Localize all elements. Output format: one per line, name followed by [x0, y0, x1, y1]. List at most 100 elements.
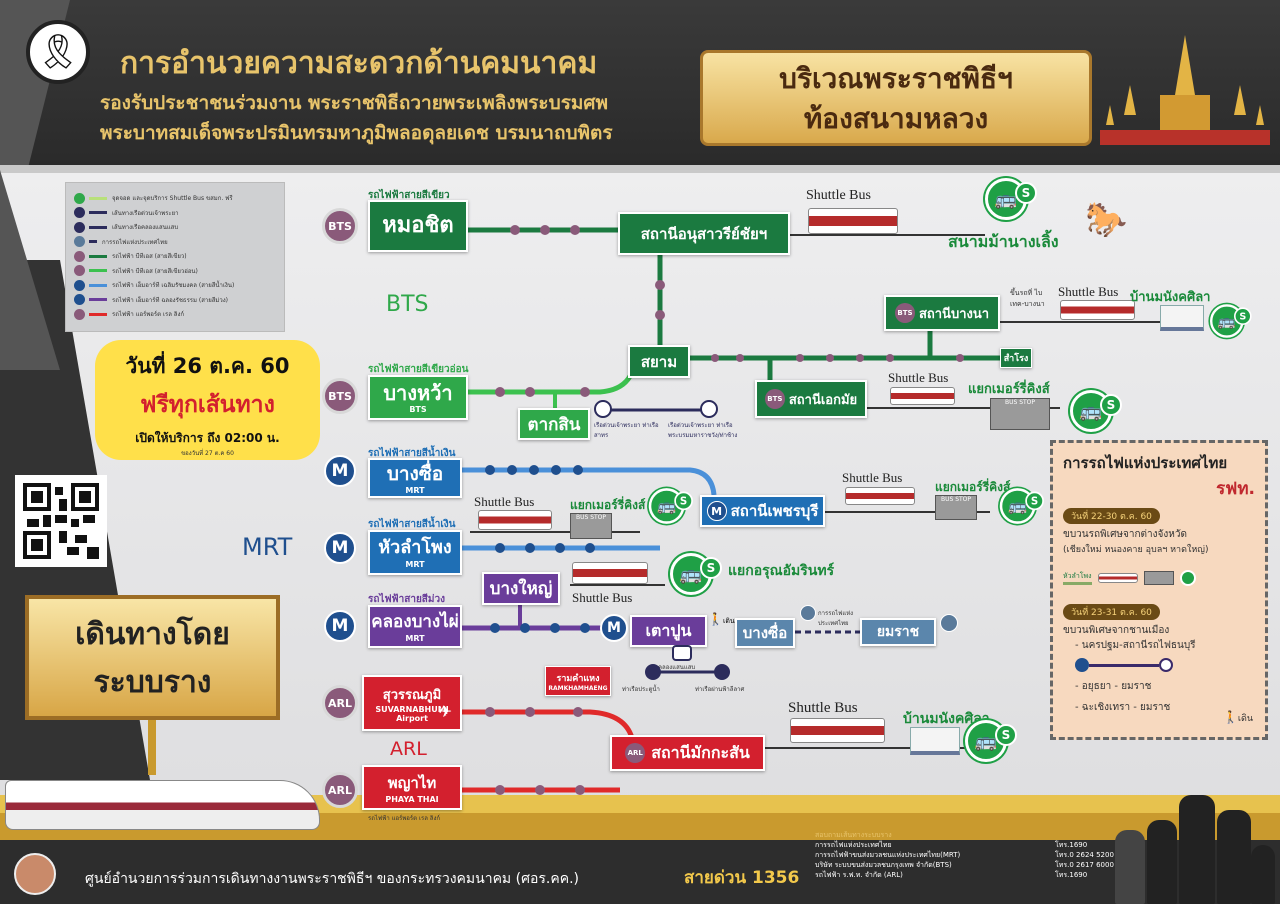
train-icon	[800, 605, 816, 621]
shuttle-stop-icon: 🚌S	[965, 720, 1017, 762]
header-divider	[0, 165, 1280, 173]
station-tao-poon[interactable]: เตาปูน	[630, 615, 707, 647]
contact-row: การรถไฟแห่งประเทศไทยโทร.1690	[815, 841, 1088, 849]
station-bangsue-srt[interactable]: บางซื่อ	[735, 618, 795, 648]
mourning-ribbon-icon: 🎗	[26, 20, 90, 84]
footer	[0, 840, 1280, 904]
line-label-green: รถไฟฟ้าสายสีเขียว	[368, 190, 450, 201]
bts-lightgreen-line	[468, 370, 635, 395]
shuttle-stop-icon: 🚌S	[670, 553, 722, 595]
legend-item: รถไฟฟ้า เอ็มอาร์ที เฉลิมรัชมงคล (สายสีน้…	[74, 278, 276, 293]
sign-line-1: เดินทางโดย	[75, 617, 230, 652]
station-taksin[interactable]: ตากสิน	[518, 408, 590, 440]
boat-pier-sathorn: เรือด่วนเจ้าพระยา ท่าเรือสาทร	[594, 422, 659, 439]
station-samrong[interactable]: สำโรง	[1000, 348, 1032, 368]
bts-label: BTS	[386, 292, 429, 317]
srt-desc-2: ขบวนพิเศษจากชานเมือง	[1063, 625, 1170, 636]
line-label-purple: รถไฟฟ้าสายสีม่วง	[368, 594, 446, 605]
arl-logo-icon: ARL	[322, 685, 358, 721]
mrt-label: MRT	[242, 533, 293, 561]
shuttle-bus-label: Shuttle Bus	[788, 700, 858, 716]
srt-date-2: วันที่ 23-31 ต.ค. 60	[1063, 604, 1160, 620]
contacts-title: สอบถามเส้นทางระบบราง	[815, 831, 892, 839]
bangna-pickup-note: ขึ้นรถที่ ไบเทค-บางนา	[1010, 289, 1045, 308]
legend-item: รถไฟฟ้า แอร์พอร์ต เรล ลิงก์	[74, 307, 276, 322]
venue-line-1: บริเวณพระราชพิธีฯ	[779, 62, 1013, 95]
shuttle-bus-label: Shuttle Bus	[474, 494, 535, 509]
pier-icon	[645, 664, 661, 680]
stop-nang-loeng: สนามม้านางเลิ้ง	[948, 232, 1059, 251]
service-until: ของวันที่ 27 ต.ค 60	[181, 450, 234, 457]
stop-merry-kings: แยกเมอร์รี่คิงส์	[968, 382, 1050, 397]
srt-note: การรถไฟแห่งประเทศไทย	[818, 610, 854, 627]
arl-label: ARL	[390, 738, 427, 760]
legend-item: รถไฟฟ้า บีทีเอส (สายสีเขียว)	[74, 249, 276, 264]
bus-icon	[845, 487, 915, 505]
station-victory-monument[interactable]: สถานีอนุสาวรีย์ชัยฯ	[618, 212, 790, 255]
mrt-logo-icon: M	[324, 455, 356, 487]
srt-date-1: วันที่ 22-30 ต.ค. 60	[1063, 508, 1160, 524]
legend-item: เส้นทางเรือด่วนเจ้าพระยา	[74, 206, 276, 221]
sign-line-2: ระบบราง	[93, 665, 212, 700]
legend-item: การรถไฟแห่งประเทศไทย	[74, 235, 276, 250]
stop-manangkhasila: บ้านมนังคศิลา	[1130, 290, 1211, 305]
qr-code[interactable]	[15, 475, 107, 567]
bus-stop-icon: BUS STOP	[990, 398, 1050, 430]
srt-route-3: - ฉะเชิงเทรา - ยมราช	[1075, 702, 1171, 713]
mrt-logo-icon: M	[600, 614, 628, 642]
srt-desc-1b: (เชียงใหม่ หนองคาย อุบลฯ หาดใหญ่)	[1063, 545, 1209, 555]
bus-icon	[808, 208, 898, 234]
venue-box: บริเวณพระราชพิธีฯ ท้องสนามหลวง	[700, 50, 1092, 146]
station-mochit[interactable]: หมอชิต	[368, 200, 468, 252]
service-hours: เปิดให้บริการ ถึง 02:00 น.	[135, 431, 280, 445]
line-label-blue: รถไฟฟ้าสายสีน้ำเงิน	[368, 448, 456, 459]
bus-icon	[1097, 573, 1138, 583]
station-bang-yai[interactable]: บางใหญ่	[482, 572, 560, 605]
boat-icon	[672, 645, 692, 661]
station-siam[interactable]: สยาม	[628, 345, 690, 378]
legend-item: รถไฟฟ้า เอ็มอาร์ที ฉลองรัชธรรม (สายสีม่ว…	[74, 293, 276, 308]
bts-logo-icon: BTS	[322, 378, 358, 414]
srt-route-2: - อยุธยา - ยมราช	[1075, 681, 1152, 692]
shuttle-bus-label: Shuttle Bus	[1058, 284, 1119, 299]
boat-pier-icon	[700, 400, 718, 418]
stop-manangkhasila: บ้านมนังคศิลา	[903, 711, 990, 727]
shuttle-stop-icon: 🚌S	[1070, 390, 1122, 432]
bts-logo-icon: BTS	[764, 389, 785, 409]
contact-row: บริษัท ระบบขนส่งมวลชนกรุงเทพ จำกัด(BTS)โ…	[815, 861, 1114, 869]
bus-icon	[890, 387, 955, 405]
mrt-blue-line-bangsue	[462, 467, 717, 496]
station-yommarat[interactable]: ยมราช	[860, 618, 936, 646]
footer-center-name: ศูนย์อำนวยการร่วมการเดินทางงานพระราชพิธี…	[85, 871, 579, 887]
rail-contacts: สอบถามเส้นทางระบบราง การรถไฟแห่งประเทศไท…	[815, 830, 1115, 880]
shuttle-stop-icon	[1179, 570, 1196, 586]
header-title: การอำนวยความสะดวกด้านคมนาคม	[120, 46, 598, 81]
mrt-station-dots	[485, 465, 595, 553]
venue-line-2: ท้องสนามหลวง	[803, 102, 989, 135]
hotline[interactable]: สายด่วน 1356	[684, 868, 800, 888]
arl-logo-icon: ARL	[625, 743, 646, 763]
shuttle-stop-icon: 🚌S	[648, 488, 693, 524]
plane-icon: ✈	[438, 702, 452, 721]
house-icon	[1160, 305, 1204, 331]
train-icon	[940, 614, 958, 632]
service-date: วันที่ 26 ต.ค. 60	[125, 354, 290, 378]
bts-logo-icon: BTS	[322, 208, 358, 244]
legend-item: รถไฟฟ้า บีทีเอส (สายสีเขียวอ่อน)	[74, 264, 276, 279]
house-icon	[910, 727, 960, 755]
srt-info-panel: การรถไฟแห่งประเทศไทย รฟท. วันที่ 22-30 ต…	[1050, 440, 1268, 740]
shuttle-bus-label: Shuttle Bus	[572, 590, 633, 605]
station-khlong-bang-phai[interactable]: คลองบางไผ่MRT	[368, 605, 462, 648]
